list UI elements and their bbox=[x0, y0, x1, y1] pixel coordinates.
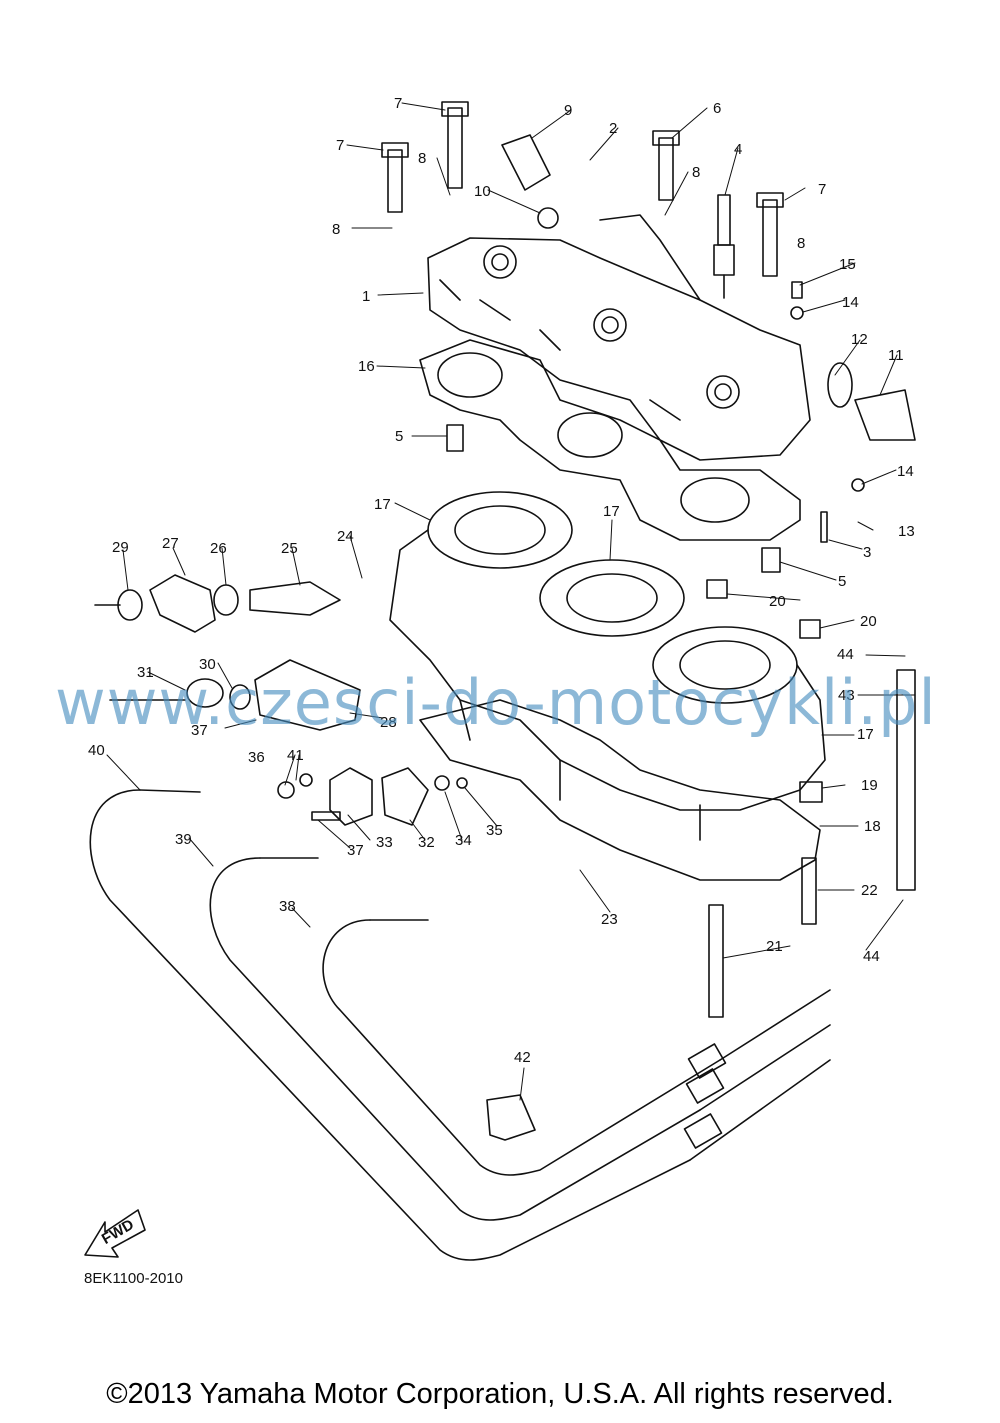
head-gasket bbox=[419, 339, 801, 541]
control-cables bbox=[89, 789, 831, 1261]
callout-21: 21 bbox=[766, 938, 783, 955]
leader-lines bbox=[106, 102, 916, 1101]
callout-30: 30 bbox=[199, 656, 216, 673]
callout-37b: 37 bbox=[347, 842, 364, 859]
callout-12: 12 bbox=[851, 331, 868, 348]
callout-17b: 17 bbox=[603, 503, 620, 520]
callout-25: 25 bbox=[281, 540, 298, 557]
callout-2: 2 bbox=[609, 120, 617, 137]
callout-5: 5 bbox=[395, 428, 403, 445]
callout-1: 1 bbox=[362, 288, 370, 305]
callout-17: 17 bbox=[374, 496, 391, 513]
callout-8: 8 bbox=[418, 150, 426, 167]
watermark: www.czesci-do-motocykli.pl bbox=[55, 666, 937, 739]
thermo-switch bbox=[827, 362, 916, 441]
callout-44b: 44 bbox=[863, 948, 880, 965]
copyright-notice: ©2013 Yamaha Motor Corporation, U.S.A. A… bbox=[106, 1378, 894, 1410]
callout-15: 15 bbox=[839, 256, 856, 273]
callout-29: 29 bbox=[112, 539, 129, 556]
callout-14b: 14 bbox=[897, 463, 914, 480]
callout-labels: 1 2 3 4 5 5 6 7 7 7 8 8 8 8 9 10 11 12 1… bbox=[88, 95, 915, 1248]
callout-40: 40 bbox=[88, 742, 105, 759]
callout-20: 20 bbox=[769, 593, 786, 610]
small-parts bbox=[446, 281, 865, 803]
callout-17c: 17 bbox=[857, 726, 874, 743]
callout-42: 42 bbox=[514, 1049, 531, 1066]
cylinder-head bbox=[427, 214, 811, 461]
cylinder-block bbox=[389, 491, 826, 841]
callout-44: 44 bbox=[837, 646, 854, 663]
callout-3: 3 bbox=[863, 544, 871, 561]
callout-20b: 20 bbox=[860, 613, 877, 630]
callout-8b: 8 bbox=[332, 221, 340, 238]
callout-14: 14 bbox=[842, 294, 859, 311]
callout-38: 38 bbox=[279, 898, 296, 915]
callout-7: 7 bbox=[394, 95, 402, 112]
callout-19: 19 bbox=[861, 777, 878, 794]
callout-28: 28 bbox=[380, 714, 397, 731]
callout-34: 34 bbox=[455, 832, 472, 849]
callout-16: 16 bbox=[358, 358, 375, 375]
callout-6: 6 bbox=[713, 100, 721, 117]
callout-8d: 8 bbox=[797, 235, 805, 252]
callout-9: 9 bbox=[564, 102, 572, 119]
callout-32: 32 bbox=[418, 834, 435, 851]
callout-8c: 8 bbox=[692, 164, 700, 181]
callout-43: 43 bbox=[838, 687, 855, 704]
base-gasket bbox=[419, 699, 821, 881]
callout-24: 24 bbox=[337, 528, 354, 545]
fwd-arrow-icon bbox=[84, 1209, 146, 1258]
spark-plug bbox=[713, 194, 735, 299]
callout-18: 18 bbox=[864, 818, 881, 835]
callout-37: 37 bbox=[191, 722, 208, 739]
temperature-sensor bbox=[501, 134, 559, 229]
callout-36: 36 bbox=[248, 749, 265, 766]
fwd-label: FWD bbox=[99, 1216, 137, 1248]
callout-10: 10 bbox=[474, 183, 491, 200]
callout-7c: 7 bbox=[818, 181, 826, 198]
callout-26: 26 bbox=[210, 540, 227, 557]
diagram-code: 8EK1100-2010 bbox=[84, 1270, 183, 1287]
callout-4: 4 bbox=[734, 141, 742, 158]
bolts bbox=[381, 101, 916, 1018]
callout-22: 22 bbox=[861, 882, 878, 899]
callout-23: 23 bbox=[601, 911, 618, 928]
callout-31: 31 bbox=[137, 664, 154, 681]
callout-41: 41 bbox=[287, 747, 304, 764]
callout-13: 13 bbox=[898, 523, 915, 540]
callout-5b: 5 bbox=[838, 573, 846, 590]
callout-7b: 7 bbox=[336, 137, 344, 154]
callout-33: 33 bbox=[376, 834, 393, 851]
callout-39: 39 bbox=[175, 831, 192, 848]
callout-27: 27 bbox=[162, 535, 179, 552]
callout-35: 35 bbox=[486, 822, 503, 839]
callout-11: 11 bbox=[888, 347, 904, 364]
